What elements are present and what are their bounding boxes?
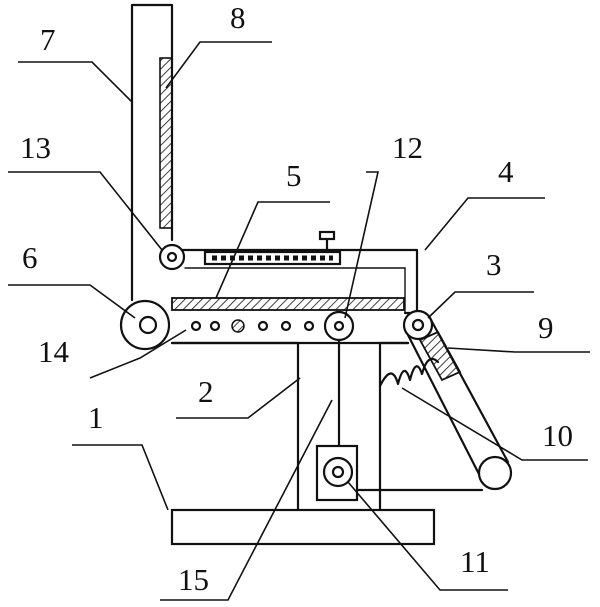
upper-pulley-hub xyxy=(166,251,178,263)
label-9: 9 xyxy=(538,310,554,345)
support-column xyxy=(170,341,410,512)
label-8: 8 xyxy=(230,0,246,35)
spring xyxy=(378,357,440,388)
label-15: 15 xyxy=(178,562,209,597)
label-5: 5 xyxy=(286,158,302,193)
middle-pulley-hub xyxy=(333,320,345,332)
label-3: 3 xyxy=(486,247,502,282)
base-plate xyxy=(170,508,436,546)
label-13: 13 xyxy=(20,130,51,165)
large-wheel-hub xyxy=(138,315,158,335)
hatched-plate xyxy=(171,297,405,311)
lower-pulley-hub xyxy=(331,465,345,479)
label-14: 14 xyxy=(38,334,70,369)
label-2: 2 xyxy=(198,374,214,409)
hatched-arm xyxy=(418,330,462,382)
right-pulley-hub xyxy=(411,318,425,332)
label-6: 6 xyxy=(22,240,38,275)
label-12: 12 xyxy=(392,130,423,165)
belt-left-run xyxy=(406,333,484,482)
leader-lines xyxy=(8,41,590,601)
label-10: 10 xyxy=(542,418,573,453)
label-4: 4 xyxy=(498,154,514,189)
rack-strip xyxy=(159,57,173,229)
label-11: 11 xyxy=(460,544,490,579)
screw-slot xyxy=(203,250,342,266)
roller-chain xyxy=(190,319,315,333)
label-1: 1 xyxy=(88,400,104,435)
screw-knob xyxy=(318,230,336,241)
tension-wheel xyxy=(477,455,513,491)
label-7: 7 xyxy=(40,22,56,57)
